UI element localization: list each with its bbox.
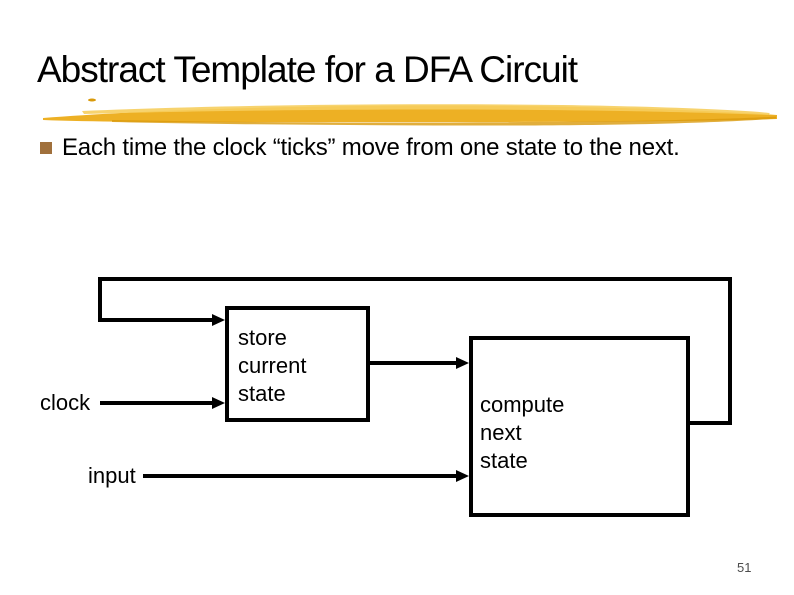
feedback-wire-top [98, 277, 732, 281]
store-to-compute-wire [369, 361, 456, 365]
compute-next-state-box: compute next state [469, 336, 690, 517]
feedback-wire-left-vertical [98, 277, 102, 322]
bullet-text: Each time the clock “ticks” move from on… [62, 134, 680, 161]
title-underline-swoosh-icon [43, 98, 777, 126]
feedback-wire-right-vertical [728, 277, 732, 425]
swoosh-paint-speck [88, 98, 96, 102]
feedback-arrowhead-icon [212, 314, 225, 326]
bullet-square-icon [40, 142, 52, 154]
input-arrowhead-icon [456, 470, 469, 482]
clock-label: clock [40, 390, 91, 415]
swoosh-stroke-shadow [112, 116, 776, 126]
input-wire [143, 474, 456, 478]
feedback-wire-from-compute [689, 421, 732, 425]
store-box-label: store current state [238, 325, 307, 406]
store-to-compute-arrowhead-icon [456, 357, 469, 369]
compute-box-label: compute next state [480, 392, 565, 473]
clock-wire [100, 401, 212, 405]
store-current-state-box: store current state [225, 306, 370, 422]
input-label: input [88, 463, 136, 488]
clock-arrowhead-icon [212, 397, 225, 409]
swoosh-stroke-highlight [82, 104, 770, 115]
slide-title: Abstract Template for a DFA Circuit [37, 49, 578, 90]
feedback-wire-into-store [98, 318, 212, 322]
page-number: 51 [737, 560, 752, 575]
